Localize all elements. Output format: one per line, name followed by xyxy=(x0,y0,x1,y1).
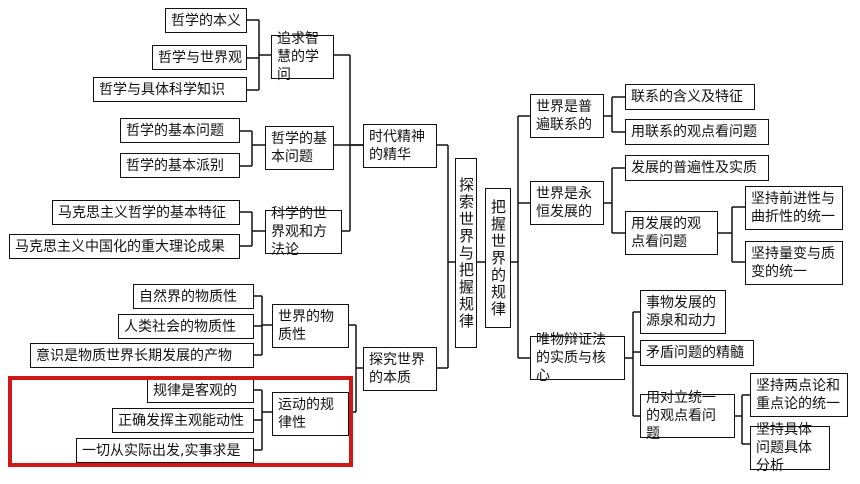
node-leaf: 发展的普遍性及实质 xyxy=(625,155,769,181)
node-main-branch: 世界是普遍联系的 xyxy=(530,94,604,138)
node-main-branch: 唯物辩证法的实质与核心 xyxy=(530,332,625,384)
node-leaf: 正确发挥主观能动性 xyxy=(112,408,254,433)
node-center-left: 探索世界与把握规律 xyxy=(455,158,477,348)
node-main-branch: 探究世界的本质 xyxy=(363,347,437,391)
node-leaf: 规律是客观的 xyxy=(147,378,254,403)
node-branch: 科学的世界观和方法论 xyxy=(265,206,342,258)
highlight-box xyxy=(8,376,353,467)
node-leaf: 坚持量变与质变的统一 xyxy=(745,241,843,285)
node-leaf: 联系的含义及特征 xyxy=(625,84,755,110)
node-leaf: 哲学的本义 xyxy=(165,8,247,33)
node-leaf: 坚持前进性与曲折性的统一 xyxy=(745,186,843,230)
node-leaf: 哲学的基本问题 xyxy=(120,118,240,143)
node-leaf: 用发展的观点看问题 xyxy=(625,211,718,255)
node-leaf: 矛盾问题的精髓 xyxy=(640,340,754,366)
node-leaf: 意识是物质世界长期发展的产物 xyxy=(30,343,254,368)
node-leaf: 用对立统一的观点看问题 xyxy=(640,390,735,442)
node-leaf: 人类社会的物质性 xyxy=(118,314,254,339)
node-leaf: 马克思主义哲学的基本特征 xyxy=(52,200,240,225)
node-branch: 追求智慧的学问 xyxy=(271,31,334,83)
node-leaf: 一切从实际出发,实事求是 xyxy=(76,438,254,463)
node-main-branch: 世界是永恒发展的 xyxy=(530,181,604,225)
node-leaf: 哲学与具体科学知识 xyxy=(93,77,247,102)
node-leaf: 自然界的物质性 xyxy=(133,284,254,309)
node-center-right: 把握世界的规律 xyxy=(485,188,511,328)
node-leaf: 坚持具体问题具体分析 xyxy=(750,422,830,474)
node-branch: 运动的规律性 xyxy=(272,392,349,436)
node-leaf: 马克思主义中国化的重大理论成果 xyxy=(9,234,240,259)
node-leaf: 坚持两点论和重点论的统一 xyxy=(750,373,848,417)
node-leaf: 事物发展的源泉和动力 xyxy=(640,290,726,334)
node-branch: 哲学的基本问题 xyxy=(265,126,334,170)
node-leaf: 用联系的观点看问题 xyxy=(625,119,769,145)
node-branch: 世界的物质性 xyxy=(272,304,349,348)
node-leaf: 哲学的基本派别 xyxy=(120,153,240,178)
node-main-branch: 时代精神的精华 xyxy=(363,124,437,168)
node-leaf: 哲学与世界观 xyxy=(152,45,247,70)
